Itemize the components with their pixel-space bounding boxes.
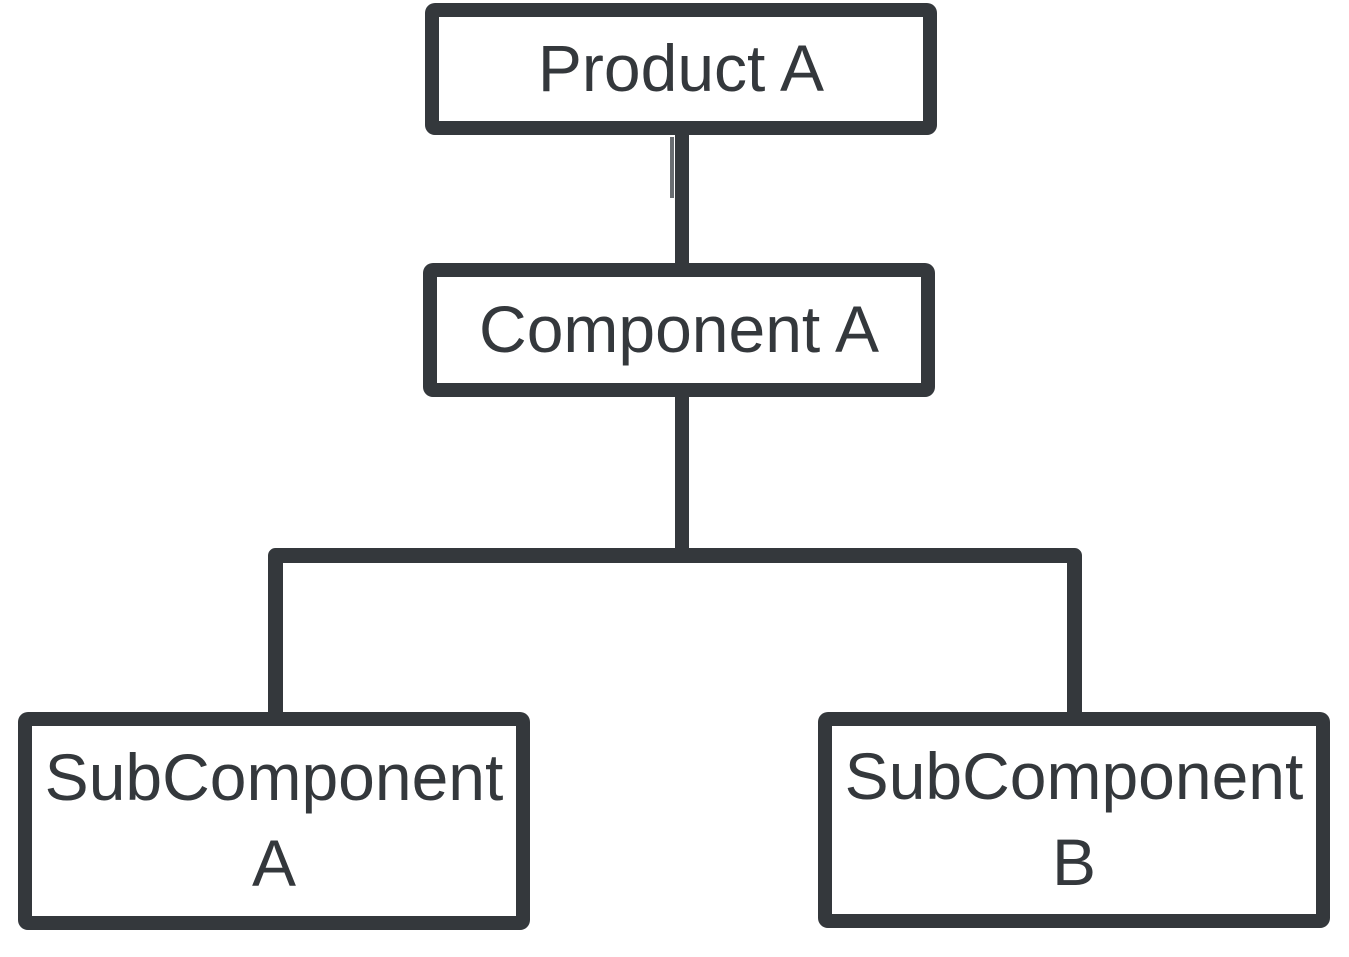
connector-jog-artifact — [670, 137, 674, 198]
node-subcomponent-b: SubComponent B — [818, 712, 1330, 928]
branch-connector — [268, 548, 1082, 714]
node-component-a: Component A — [423, 263, 935, 397]
node-subcomponent-b-label-line2: B — [1051, 825, 1097, 899]
node-subcomponent-a-label-line2: A — [251, 826, 297, 900]
node-subcomponent-a: SubComponent A — [18, 712, 530, 930]
node-subcomponent-b-label-line1: SubComponent — [844, 739, 1304, 814]
node-component-a-label: Component A — [479, 292, 879, 367]
node-product-a: Product A — [425, 3, 937, 135]
node-subcomponent-a-label-line1: SubComponent — [44, 740, 504, 815]
node-product-a-label: Product A — [537, 31, 825, 106]
